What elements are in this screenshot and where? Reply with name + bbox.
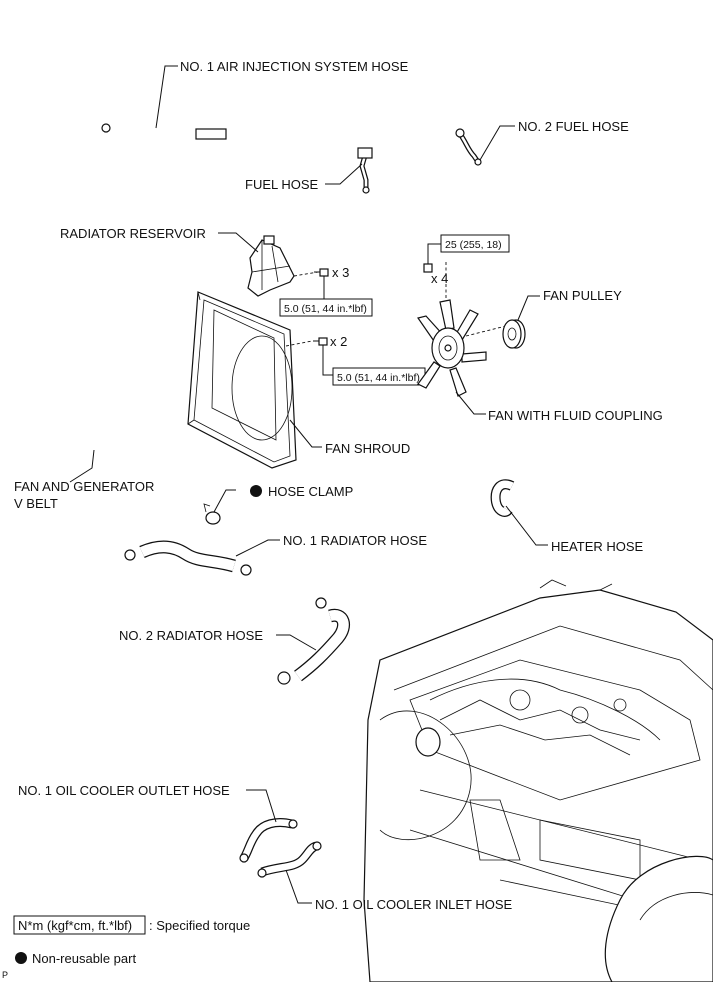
radiator-reservoir-part: [247, 235, 295, 297]
torque-fan-coupling-nut: 25 (255, 18): [445, 239, 502, 251]
label-oil-cooler-outlet-hose: NO. 1 OIL COOLER OUTLET HOSE: [18, 783, 230, 798]
label-fan-shroud: FAN SHROUD: [325, 441, 410, 456]
fuel-hose-part: [357, 147, 373, 194]
legend-torque-unit: N*m (kgf*cm, ft.*lbf): [18, 918, 132, 933]
label-no1-radiator-hose: NO. 1 RADIATOR HOSE: [283, 533, 427, 548]
label-fan-pulley: FAN PULLEY: [543, 288, 622, 303]
v-belt-part: [69, 370, 124, 457]
qty-fan-nuts: x 4: [431, 271, 448, 286]
air-injection-hose-part: [101, 123, 228, 140]
legend-non-reusable-icon: [15, 952, 27, 964]
legend-torque-box: [13, 915, 146, 935]
legend-non-reusable: Non-reusable part: [32, 951, 136, 966]
label-oil-cooler-inlet-hose: NO. 1 OIL COOLER INLET HOSE: [315, 897, 513, 912]
label-heater-hose: HEATER HOSE: [551, 539, 644, 554]
label-v-belt-line2: V BELT: [14, 496, 58, 511]
qty-reservoir-bolts: x 3: [332, 265, 349, 280]
heater-hose-part: [490, 479, 515, 517]
label-no2-fuel-hose: NO. 2 FUEL HOSE: [518, 119, 629, 134]
fan-shroud-part: [187, 291, 297, 469]
label-no2-radiator-hose: NO. 2 RADIATOR HOSE: [119, 628, 263, 643]
label-fuel-hose: FUEL HOSE: [245, 177, 319, 192]
label-air-injection-hose: NO. 1 AIR INJECTION SYSTEM HOSE: [180, 59, 409, 74]
qty-shroud-bolts: x 2: [330, 334, 347, 349]
no2-radiator-hose-part: [277, 597, 350, 685]
no1-radiator-hose-part: [124, 540, 252, 576]
label-radiator-reservoir: RADIATOR RESERVOIR: [60, 226, 206, 241]
fan-with-fluid-coupling-part: [417, 299, 487, 397]
fan-nut-icon: [423, 263, 433, 273]
label-v-belt-line1: FAN AND GENERATOR: [14, 479, 154, 494]
torque-shroud-bolt: 5.0 (51, 44 in.*lbf): [337, 372, 420, 384]
no2-fuel-hose-part: [455, 128, 482, 166]
hose-clamp-part: [203, 503, 221, 525]
vehicle-front-illustration: [363, 579, 713, 982]
fan-pulley-part: [502, 319, 526, 349]
oil-cooler-inlet-hose-part: [257, 841, 322, 878]
shroud-bolt-icon: [313, 337, 328, 346]
label-hose-clamp: HOSE CLAMP: [268, 484, 353, 499]
torque-box-reservoir: [279, 298, 373, 317]
non-reusable-mark-icon: [250, 485, 262, 497]
torque-reservoir-bolt: 5.0 (51, 44 in.*lbf): [284, 303, 367, 315]
oil-cooler-outlet-hose-part: [239, 817, 298, 863]
legend-torque-desc: : Specified torque: [149, 918, 250, 933]
label-fan-with-fluid-coupling: FAN WITH FLUID COUPLING: [488, 408, 663, 423]
corner-mark: P: [2, 970, 8, 980]
